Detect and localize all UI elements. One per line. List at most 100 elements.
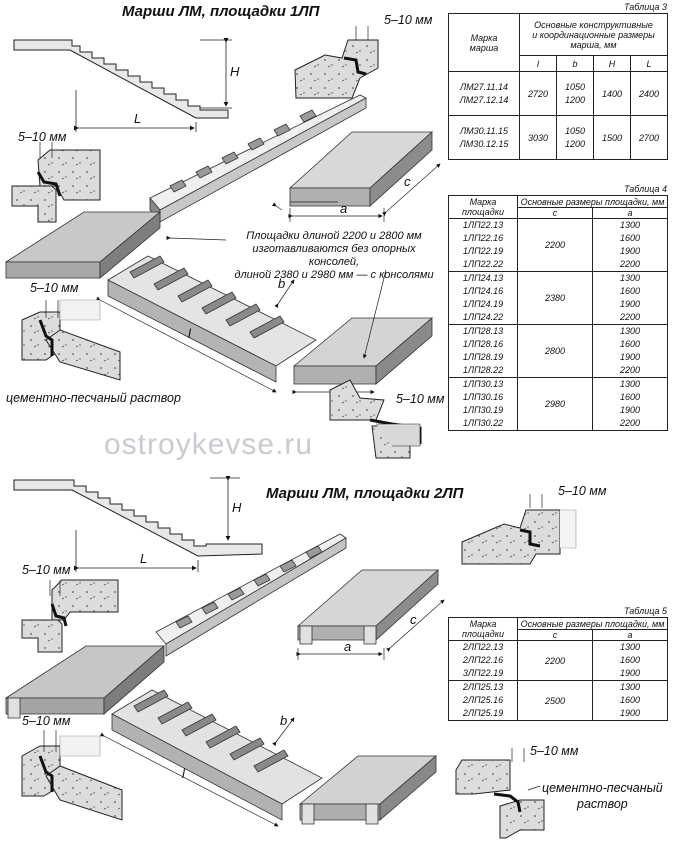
table3-l: 2720 [519,71,557,116]
joint-detail-2a [461,494,577,565]
landing-iso-1c [292,317,434,385]
table3-b-value: 1050 [564,125,585,136]
landing-iso-2c [298,755,438,825]
table4-marks-value: 1ЛП28.16 [462,339,504,349]
dims-profile-1 [74,38,232,132]
dim-a-1: a [340,201,348,216]
table4-a-value: 1900 [619,299,641,309]
gap-label-2b: 5–10 мм [22,563,71,577]
table4-marks-value: 1ЛП24.16 [462,286,504,296]
table4-head-mark-l1: Марка [469,197,497,207]
table4-a-value: 1300 [619,273,641,283]
table4-a-value: 1600 [619,286,641,296]
table4-a-value: 2200 [619,312,641,322]
dims-flight-2b [99,717,295,827]
table4-marks-value: 1ЛП28.19 [462,352,504,362]
table4-a-value: 1900 [619,246,641,256]
table5: Марка площадки Основные размеры площадки… [448,617,668,721]
table4-marks-value: 1ЛП22.22 [462,259,504,269]
flight-iso-2a [155,533,347,657]
table4-c: 2200 [517,218,593,272]
table3-head-group-l3: марша, мм [570,39,617,50]
table4-a: 1300 1600 1900 2200 [592,271,668,325]
table3-b: 1050 1200 [555,71,594,116]
table4-a-value: 2200 [619,365,641,375]
table3-b-value: 1200 [564,138,585,149]
table5-head-mark: Марка площадки [448,617,518,641]
table3-head-mark-l2: марша [469,42,499,53]
dims-landing-1a [288,163,441,222]
table3-marks-value: ЛМ27.12.14 [459,94,509,105]
section1-title: Марши ЛМ, площадки 1ЛП [122,3,320,20]
table4-c: 2380 [517,271,593,325]
table4-c: 2980 [517,377,593,431]
table3-head-group-l2: и координационные размеры [532,29,655,40]
table3-head-group: Основные конструктивные и координационны… [519,13,668,56]
gap-label-2d: 5–10 мм [530,744,579,758]
dim-H-1: H [230,64,240,79]
dims-landing-2a [296,599,445,660]
table3-l: 3030 [519,115,557,160]
table5-head-group: Основные размеры площадки, мм [517,617,668,630]
flight-iso-2b [111,689,323,821]
joint-detail-2b [21,579,119,653]
table3-col-L: L [629,55,669,72]
gap-label-1c: 5–10 мм [30,281,79,295]
landing-note-line-1: Площадки длиной 2200 и 2800 мм [246,230,422,242]
table3-b-value: 1050 [564,81,585,92]
table3-marks-value: ЛМ30.12.15 [459,138,509,149]
table3-col-H: H [592,55,631,72]
dims-flight-1b [95,279,295,393]
table4-marks-value: 1ЛП22.19 [462,246,504,256]
table3-head-group-l1: Основные конструктивные [534,19,653,30]
gap-label-1d: 5–10 мм [396,392,445,406]
table3-H: 1400 [592,71,631,116]
gap-label-1a: 5–10 мм [384,13,433,27]
table5-marks-value: 3ЛП22.19 [462,668,504,678]
table4-marks-value: 1ЛП30.19 [462,405,504,415]
joint-detail-1a [294,26,379,99]
dim-L-2: L [140,551,148,566]
table5-marks-value: 2ЛП22.13 [462,642,504,652]
table4-head-group: Основные размеры площадки, мм [517,195,668,208]
table4-a-value: 2200 [619,259,641,269]
flight-profile-2 [13,479,263,557]
table3-col-b: b [555,55,594,72]
table4-col-c: c [517,207,593,219]
table4-a-value: 1900 [619,405,641,415]
landing-iso-1b [4,211,162,279]
joint-detail-1d [329,379,422,459]
dims-profile-2 [74,476,240,572]
table5-marks-value: 2ЛП25.13 [462,682,504,692]
joint-detail-2d [455,748,545,839]
table4-a-value: 1300 [619,379,641,389]
gap-label-2c: 5–10 мм [22,714,71,728]
dim-b-1: b [278,276,286,291]
dim-c-1: c [404,174,411,189]
flight-profile-1 [13,39,229,119]
table4-a-value: 1300 [619,326,641,336]
table4-marks-value: 1ЛП22.16 [462,233,504,243]
table3-b-value: 1200 [564,94,585,105]
landing-note: Площадки длиной 2200 и 2800 мм изготавли… [230,230,438,282]
table5-head-mark-l2: площадки [461,629,505,639]
table4-marks-value: 1ЛП24.13 [462,273,504,283]
table4-a-value: 1900 [619,352,641,362]
joint-detail-1b [11,142,101,223]
table5-a-value: 1300 [619,642,641,652]
mortar-label-2: цементно-песчаный раствор [542,780,663,812]
table3-col-l: l [519,55,557,72]
joint-detail-1c [21,299,121,381]
